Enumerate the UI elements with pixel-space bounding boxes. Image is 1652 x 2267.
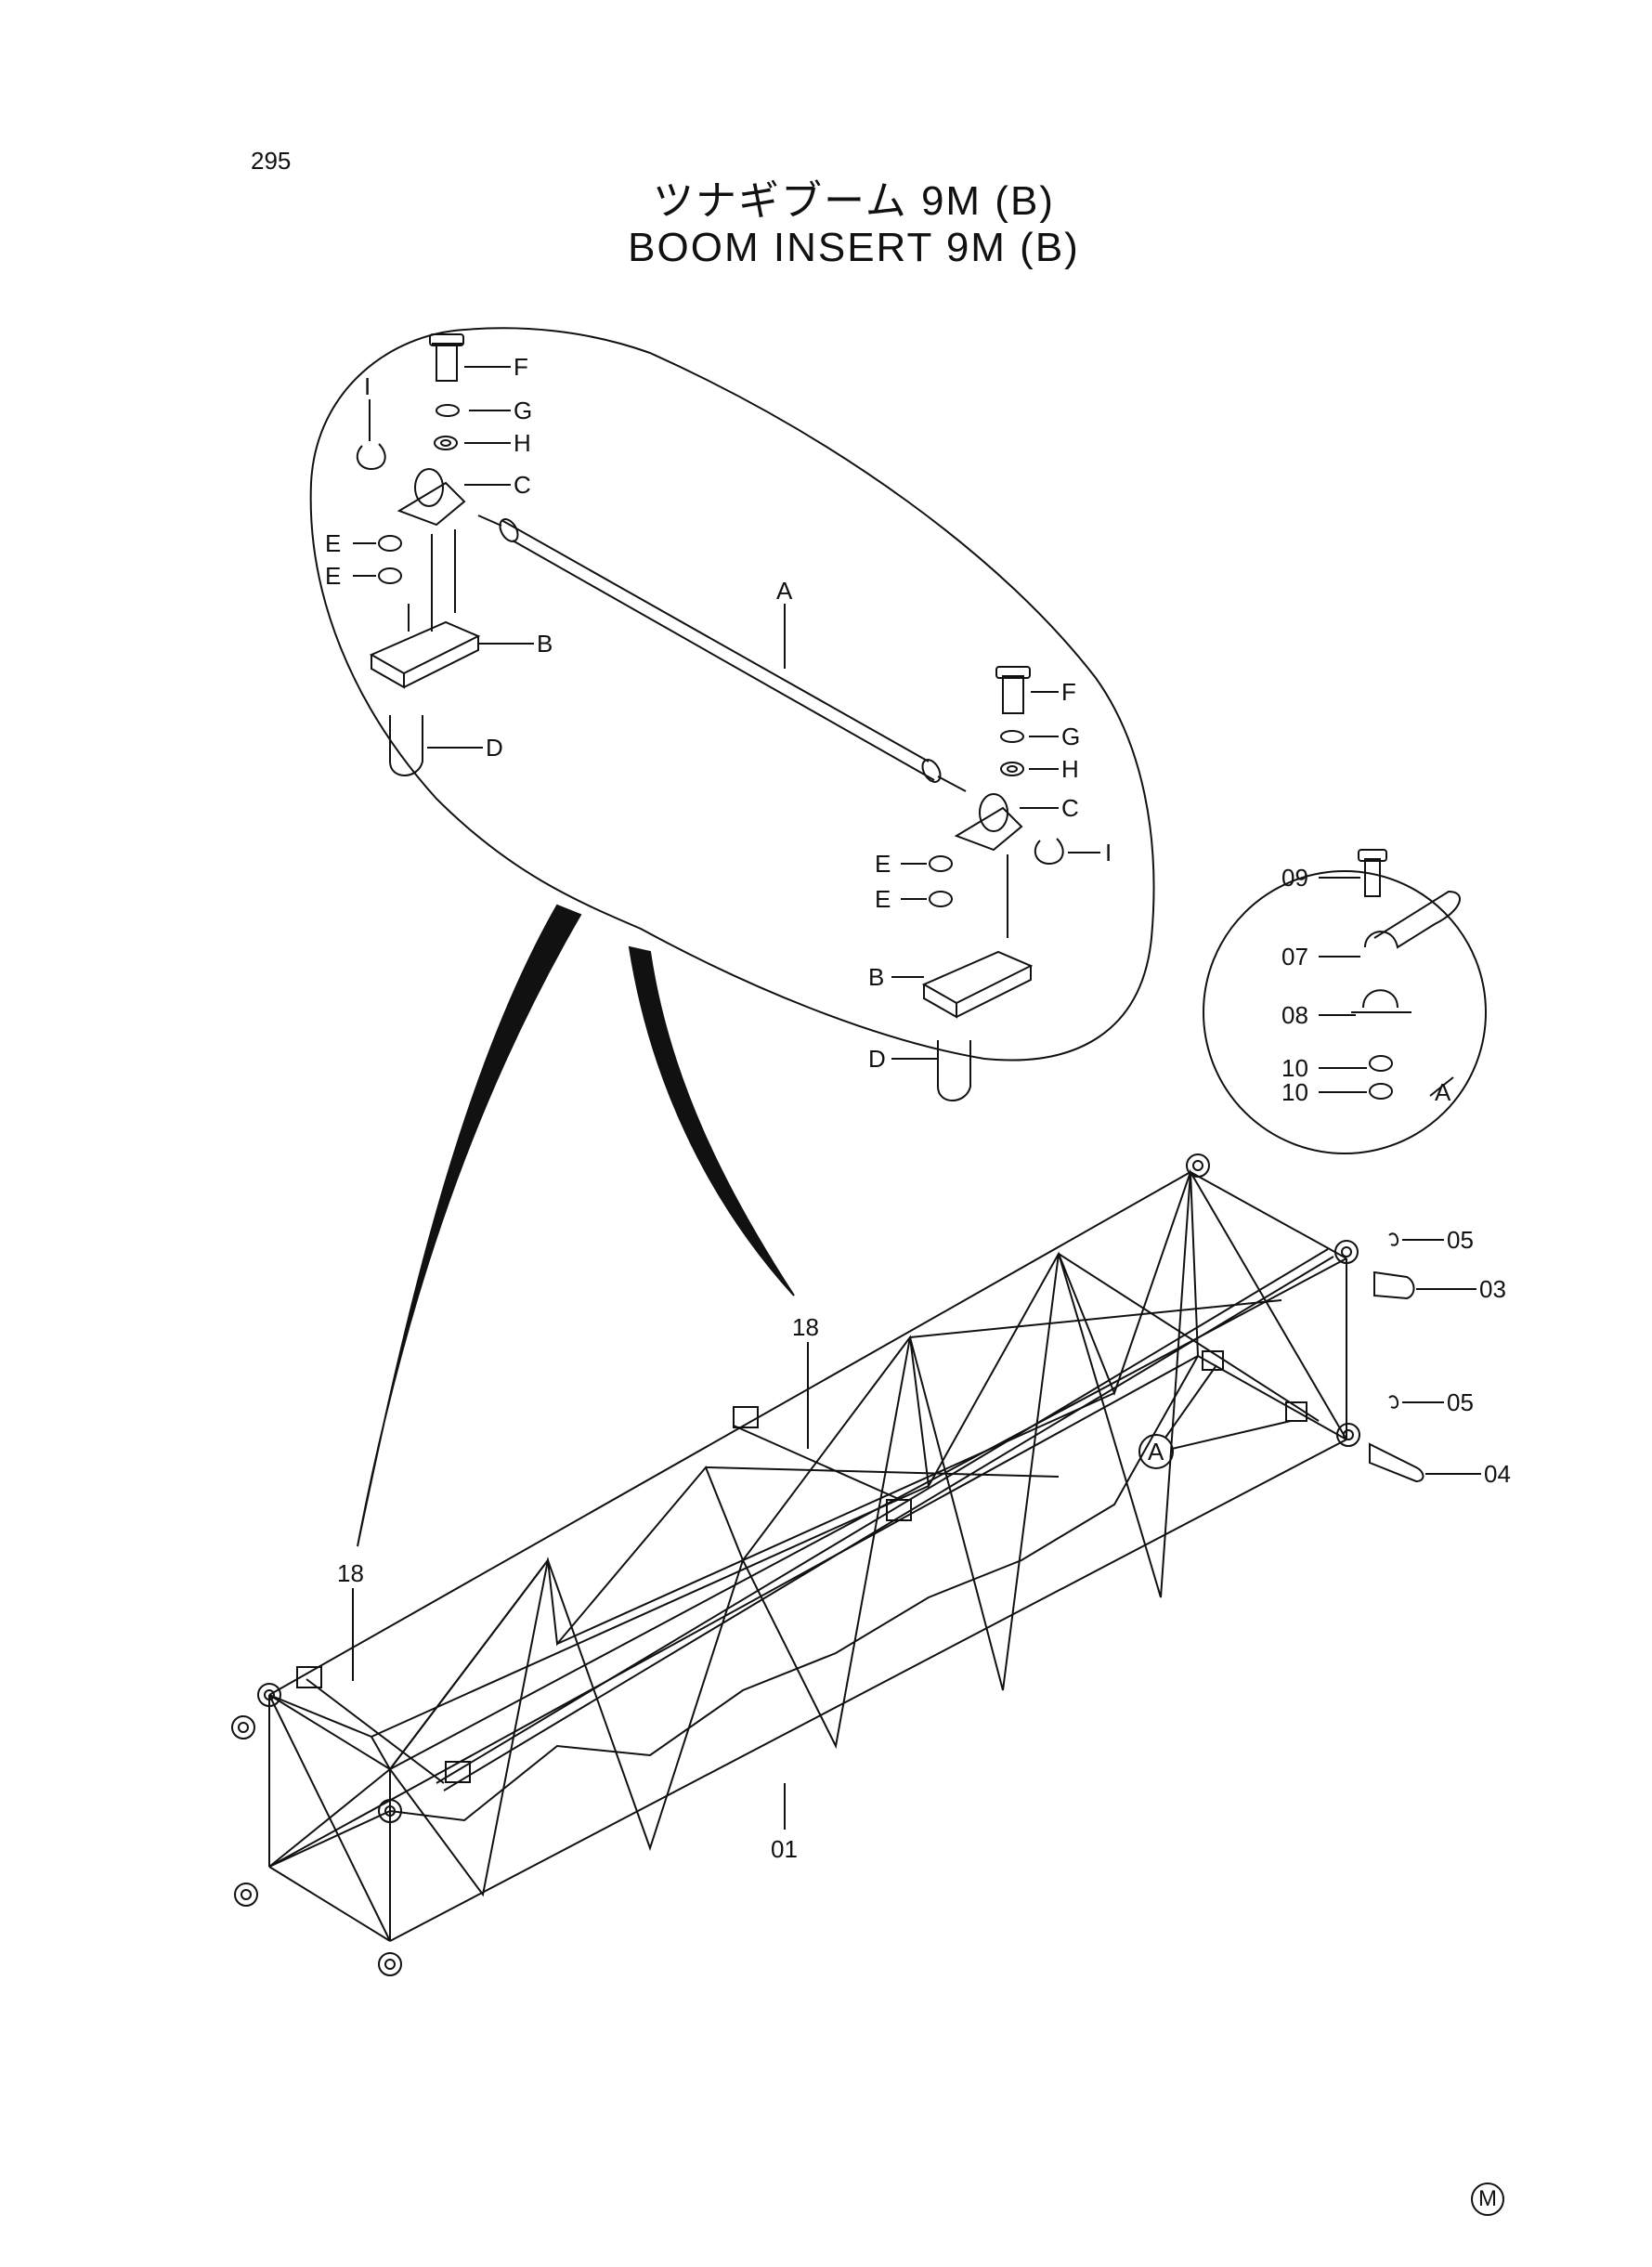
label-d-1: D [486, 734, 503, 762]
label-08: 08 [1281, 1001, 1308, 1029]
detail-a-labels: 09 07 08 10 10 A [1281, 864, 1451, 1106]
label-04: 04 [1484, 1460, 1511, 1488]
rod-clamps [296, 1350, 1307, 1783]
boom-leaders [352, 1342, 809, 1830]
label-a-tube: A [776, 577, 793, 605]
label-10-b: 10 [1281, 1078, 1308, 1106]
label-f-2: F [1061, 678, 1076, 706]
label-f-1: F [514, 353, 528, 381]
label-g-1: G [514, 397, 532, 424]
label-b-2: B [868, 963, 884, 991]
label-09: 09 [1281, 864, 1308, 892]
detail-a-circle [1203, 870, 1487, 1154]
label-a-detail: A [1435, 1078, 1451, 1106]
upper-balloon-leaders [353, 366, 1100, 1060]
label-e-3: E [875, 850, 891, 878]
label-h-2: H [1061, 755, 1079, 783]
pins-and-clips [1369, 1232, 1481, 1483]
label-g-2: G [1061, 723, 1080, 750]
label-e-1: E [325, 529, 341, 557]
label-01: 01 [771, 1835, 798, 1863]
label-05-a: 05 [1447, 1226, 1474, 1254]
pointer-wedge-left [357, 904, 582, 1547]
label-05-b: 05 [1447, 1388, 1474, 1416]
label-h-1: H [514, 429, 531, 457]
label-18-a: 18 [792, 1313, 819, 1341]
label-18-b: 18 [337, 1559, 364, 1587]
manufacturer-mark: M [1471, 2182, 1504, 2216]
label-10-a: 10 [1281, 1054, 1308, 1082]
pointer-wedge-right [628, 945, 795, 1296]
upper-left-bracket-assembly [356, 333, 483, 776]
lower-right-bracket-assembly [921, 666, 1064, 1101]
label-07: 07 [1281, 943, 1308, 971]
label-03: 03 [1479, 1275, 1506, 1303]
label-c-2: C [1061, 794, 1079, 822]
label-c-1: C [514, 471, 531, 499]
detail-a-clamp [1319, 849, 1461, 1100]
label-i-1: I [364, 372, 371, 400]
label-d-2: D [868, 1045, 886, 1073]
lattice-boom-01 [268, 1168, 1347, 1942]
label-e-4: E [875, 885, 891, 913]
page-number: 295 [251, 147, 292, 175]
label-e-2: E [325, 562, 341, 590]
label-b-1: B [537, 630, 553, 658]
upper-balloon-labels: F G H I C E E B D A F G H C I E E B D [325, 353, 1112, 1073]
title-japanese: ツナギブーム 9M (B) [653, 178, 1055, 224]
boom-labels: 05 03 05 04 18 18 01 A [337, 1226, 1511, 1863]
title-english: BOOM INSERT 9M (B) [628, 225, 1080, 270]
label-i-2: I [1105, 839, 1112, 866]
tube-part-a [477, 515, 967, 792]
callout-a-boom [1138, 1364, 1292, 1469]
boom-end-lugs [231, 1153, 1360, 1976]
upper-detail-balloon [309, 327, 1155, 1062]
label-a-boom: A [1148, 1438, 1164, 1466]
